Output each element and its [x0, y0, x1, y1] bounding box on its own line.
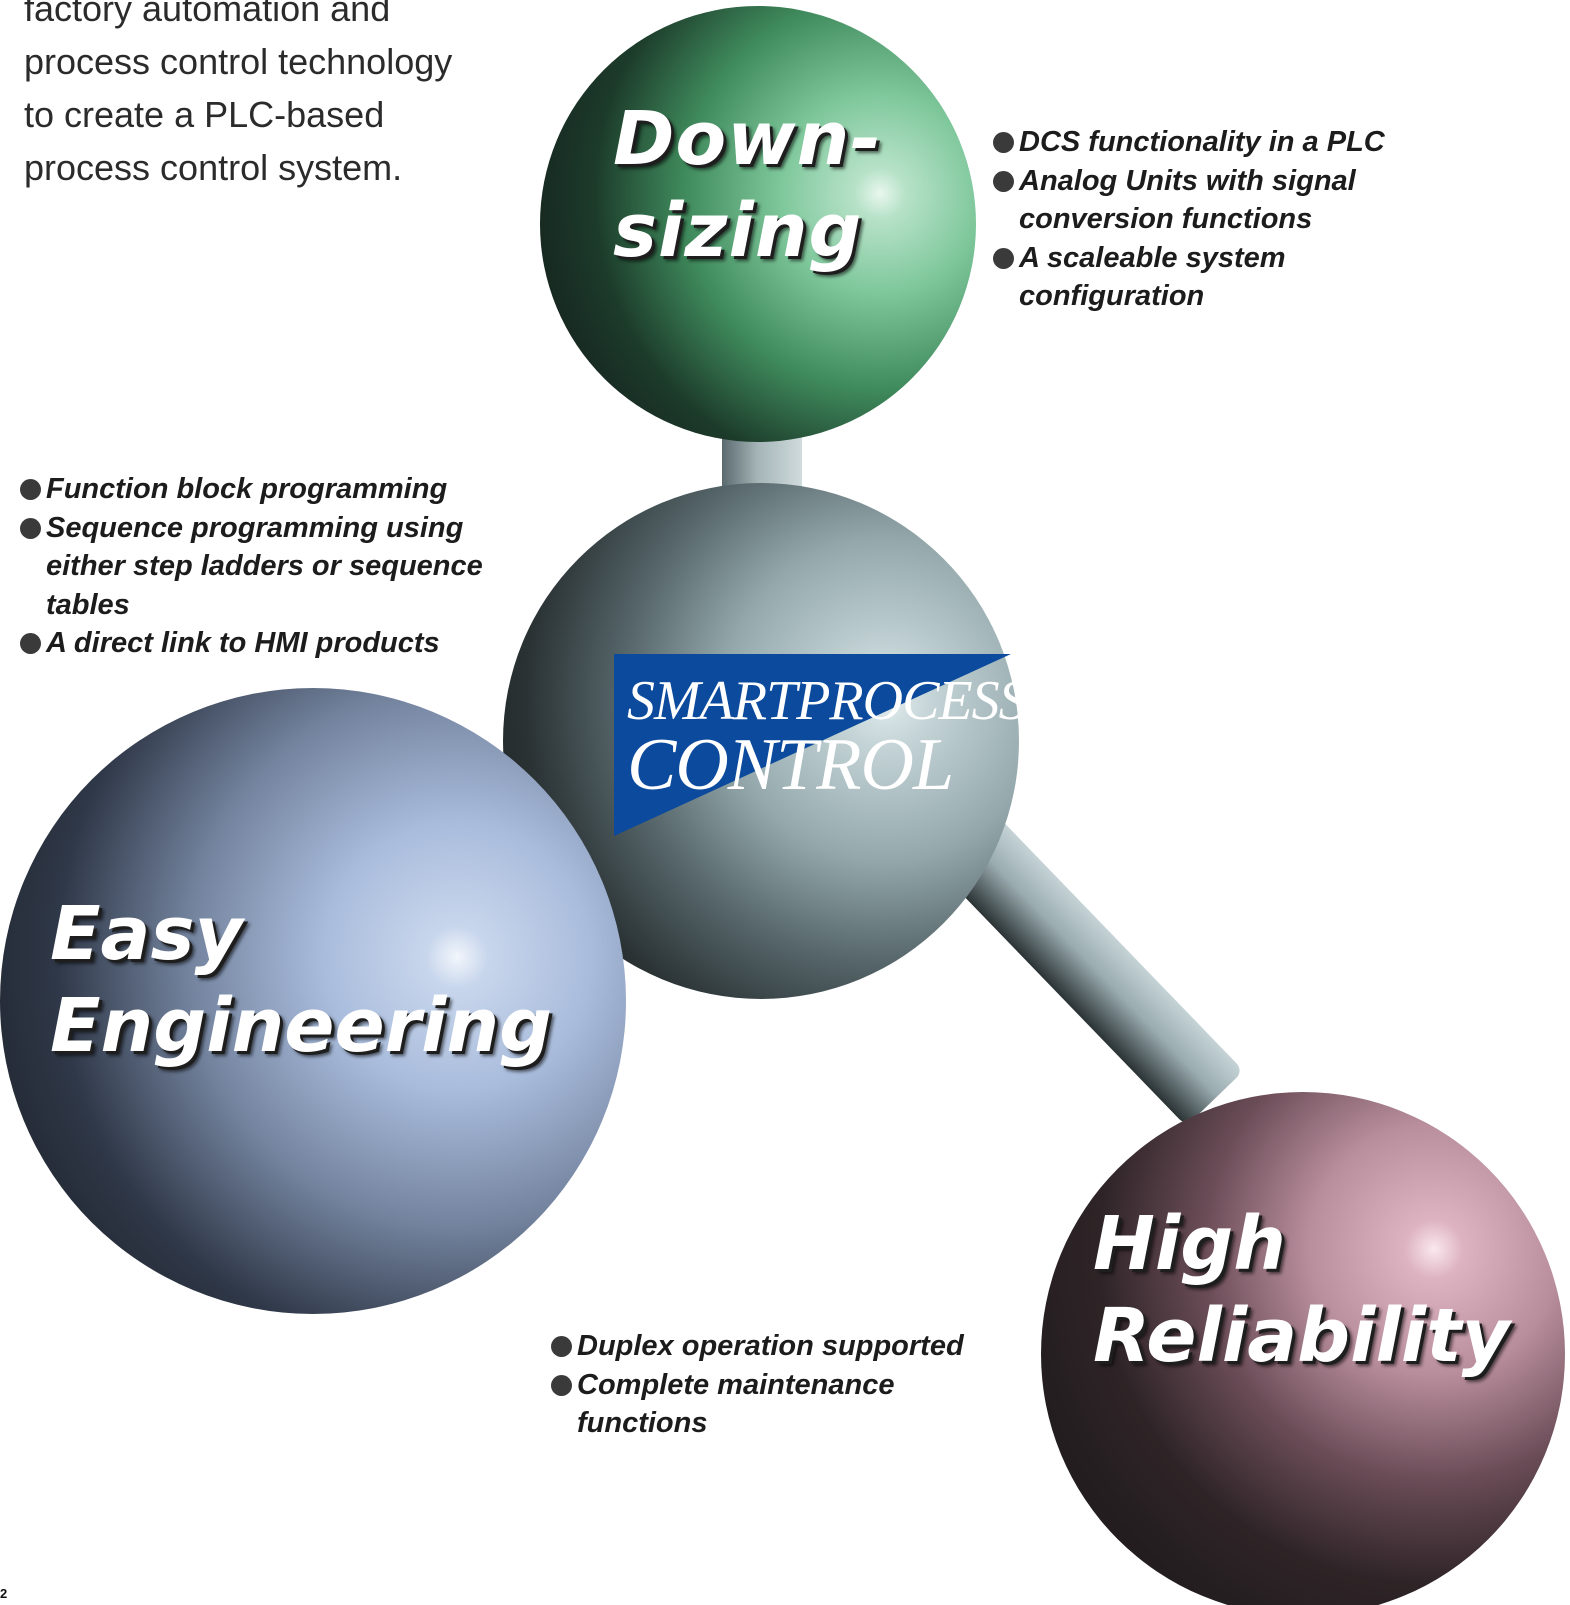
list-item: Complete maintenance functions — [551, 1366, 1021, 1443]
logo-banner — [614, 654, 1011, 836]
feature-text: Duplex operation supported — [577, 1330, 964, 1362]
bullet-dot-icon — [551, 1336, 572, 1357]
feature-text: Analog Units with signal conversion func… — [1019, 164, 1356, 236]
high-reliability-title: High Reliability — [1093, 1201, 1510, 1379]
logo-line-control: CONTROL — [627, 724, 954, 806]
sphere-downsizing — [540, 6, 976, 442]
downsizing-features: DCS functionality in a PLC Analog Units … — [993, 123, 1463, 316]
sphere-easy-engineering — [0, 688, 626, 1314]
list-item: A scaleable system configuration — [993, 239, 1463, 316]
list-item: Function block programming — [20, 470, 520, 509]
feature-text: Complete maintenance functions — [577, 1368, 895, 1440]
bullet-dot-icon — [993, 132, 1014, 153]
high-reliability-features: Duplex operation supported Complete main… — [551, 1327, 1021, 1443]
page-number: 2 — [0, 1586, 8, 1601]
feature-text: A scaleable system configuration — [1019, 241, 1286, 313]
bullet-dot-icon — [993, 170, 1014, 192]
easy-engineering-features: Function block programming Sequence prog… — [20, 470, 520, 663]
bullet-dot-icon — [551, 1374, 572, 1396]
list-item: A direct link to HMI products — [20, 624, 520, 663]
bullet-dot-icon — [20, 517, 41, 539]
feature-text: DCS functionality in a PLC — [1019, 126, 1385, 158]
intro-paragraph: factory automation and process control t… — [24, 0, 453, 188]
feature-text: Function block programming — [46, 473, 448, 505]
sphere-high-reliability — [1041, 1092, 1565, 1605]
downsizing-title: Down- sizing — [613, 96, 883, 274]
list-item: Duplex operation supported — [551, 1327, 1021, 1366]
list-item: DCS functionality in a PLC — [993, 123, 1463, 162]
feature-text: A direct link to HMI products — [46, 627, 440, 659]
bullet-dot-icon — [20, 479, 41, 500]
list-item: Analog Units with signal conversion func… — [993, 162, 1463, 239]
easy-engineering-title: Easy Engineering — [50, 891, 553, 1069]
feature-text: Sequence programming using either step l… — [46, 511, 483, 621]
bullet-dot-icon — [993, 247, 1014, 269]
bullet-dot-icon — [20, 633, 41, 654]
logo-line-smartprocess: SMARTPROCESS — [627, 670, 1027, 732]
list-item: Sequence programming using either step l… — [20, 509, 520, 625]
